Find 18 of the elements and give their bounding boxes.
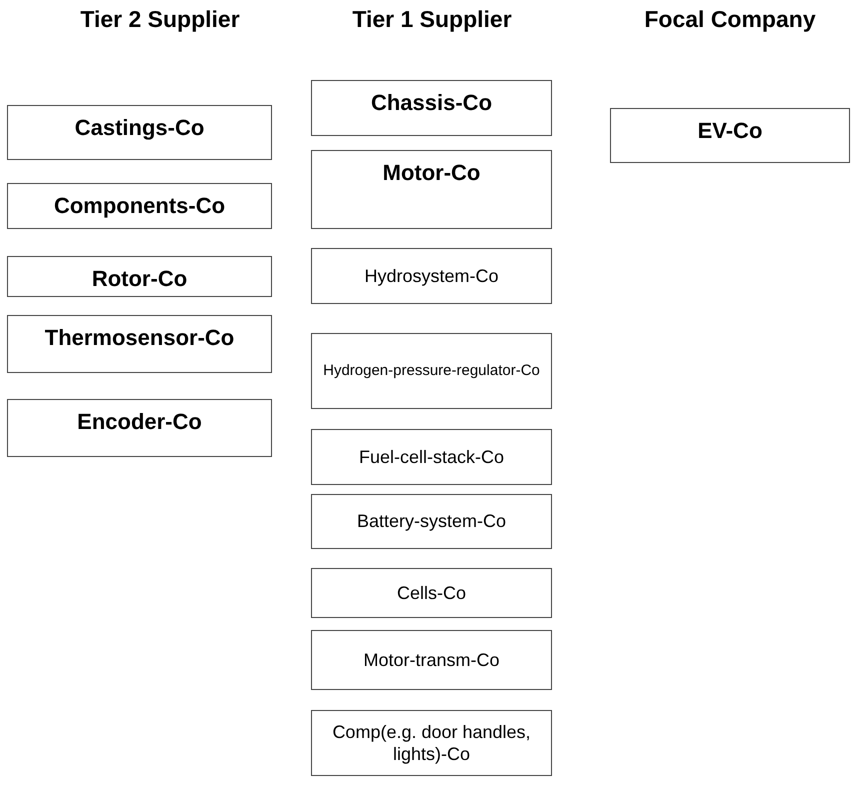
column-heading: Tier 1 Supplier [351, 5, 513, 33]
column-heading: Tier 2 Supplier [79, 5, 241, 33]
company-box: Castings-Co [7, 105, 272, 160]
company-box: Chassis-Co [311, 80, 552, 136]
company-box: EV-Co [610, 108, 850, 163]
company-box: Rotor-Co [7, 256, 272, 297]
company-box: Fuel-cell-stack-Co [311, 429, 552, 485]
company-box: Motor-Co [311, 150, 552, 229]
company-box: Thermosensor-Co [7, 315, 272, 373]
company-box: Comp(e.g. door handles, lights)-Co [311, 710, 552, 776]
company-box: Components-Co [7, 183, 272, 229]
company-box: Motor-transm-Co [311, 630, 552, 690]
column-heading: Focal Company [643, 5, 817, 33]
company-box: Hydrogen-pressure-regulator-Co [311, 333, 552, 409]
company-box: Hydrosystem-Co [311, 248, 552, 304]
company-box: Encoder-Co [7, 399, 272, 457]
company-box: Battery-system-Co [311, 494, 552, 549]
company-box: Cells-Co [311, 568, 552, 618]
